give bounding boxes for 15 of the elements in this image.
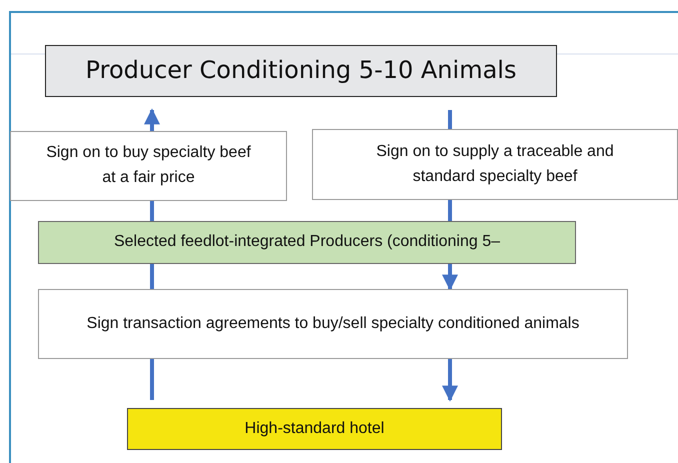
process-box [10, 131, 287, 201]
box-text: Producer Conditioning 5-10 Animals [84, 55, 518, 86]
title-box [45, 45, 557, 97]
entity-box [127, 408, 502, 450]
arrow [442, 359, 458, 402]
process-box [38, 289, 628, 359]
box-text: Selected feedlot-integrated Producers (conditioning 5– [112, 232, 502, 252]
arrow [442, 264, 458, 291]
box-text: Sign on to supply a traceable and standard specialty beef [375, 142, 615, 186]
box-text: High-standard hotel [244, 418, 386, 439]
group-box [38, 221, 576, 264]
process-box [312, 129, 678, 200]
box-text: Sign on to buy specialty beef at a fair price [45, 143, 252, 188]
box-text: Sign transaction agreements to buy/sell specialty conditioned animals [86, 314, 580, 334]
arrow [144, 108, 160, 131]
